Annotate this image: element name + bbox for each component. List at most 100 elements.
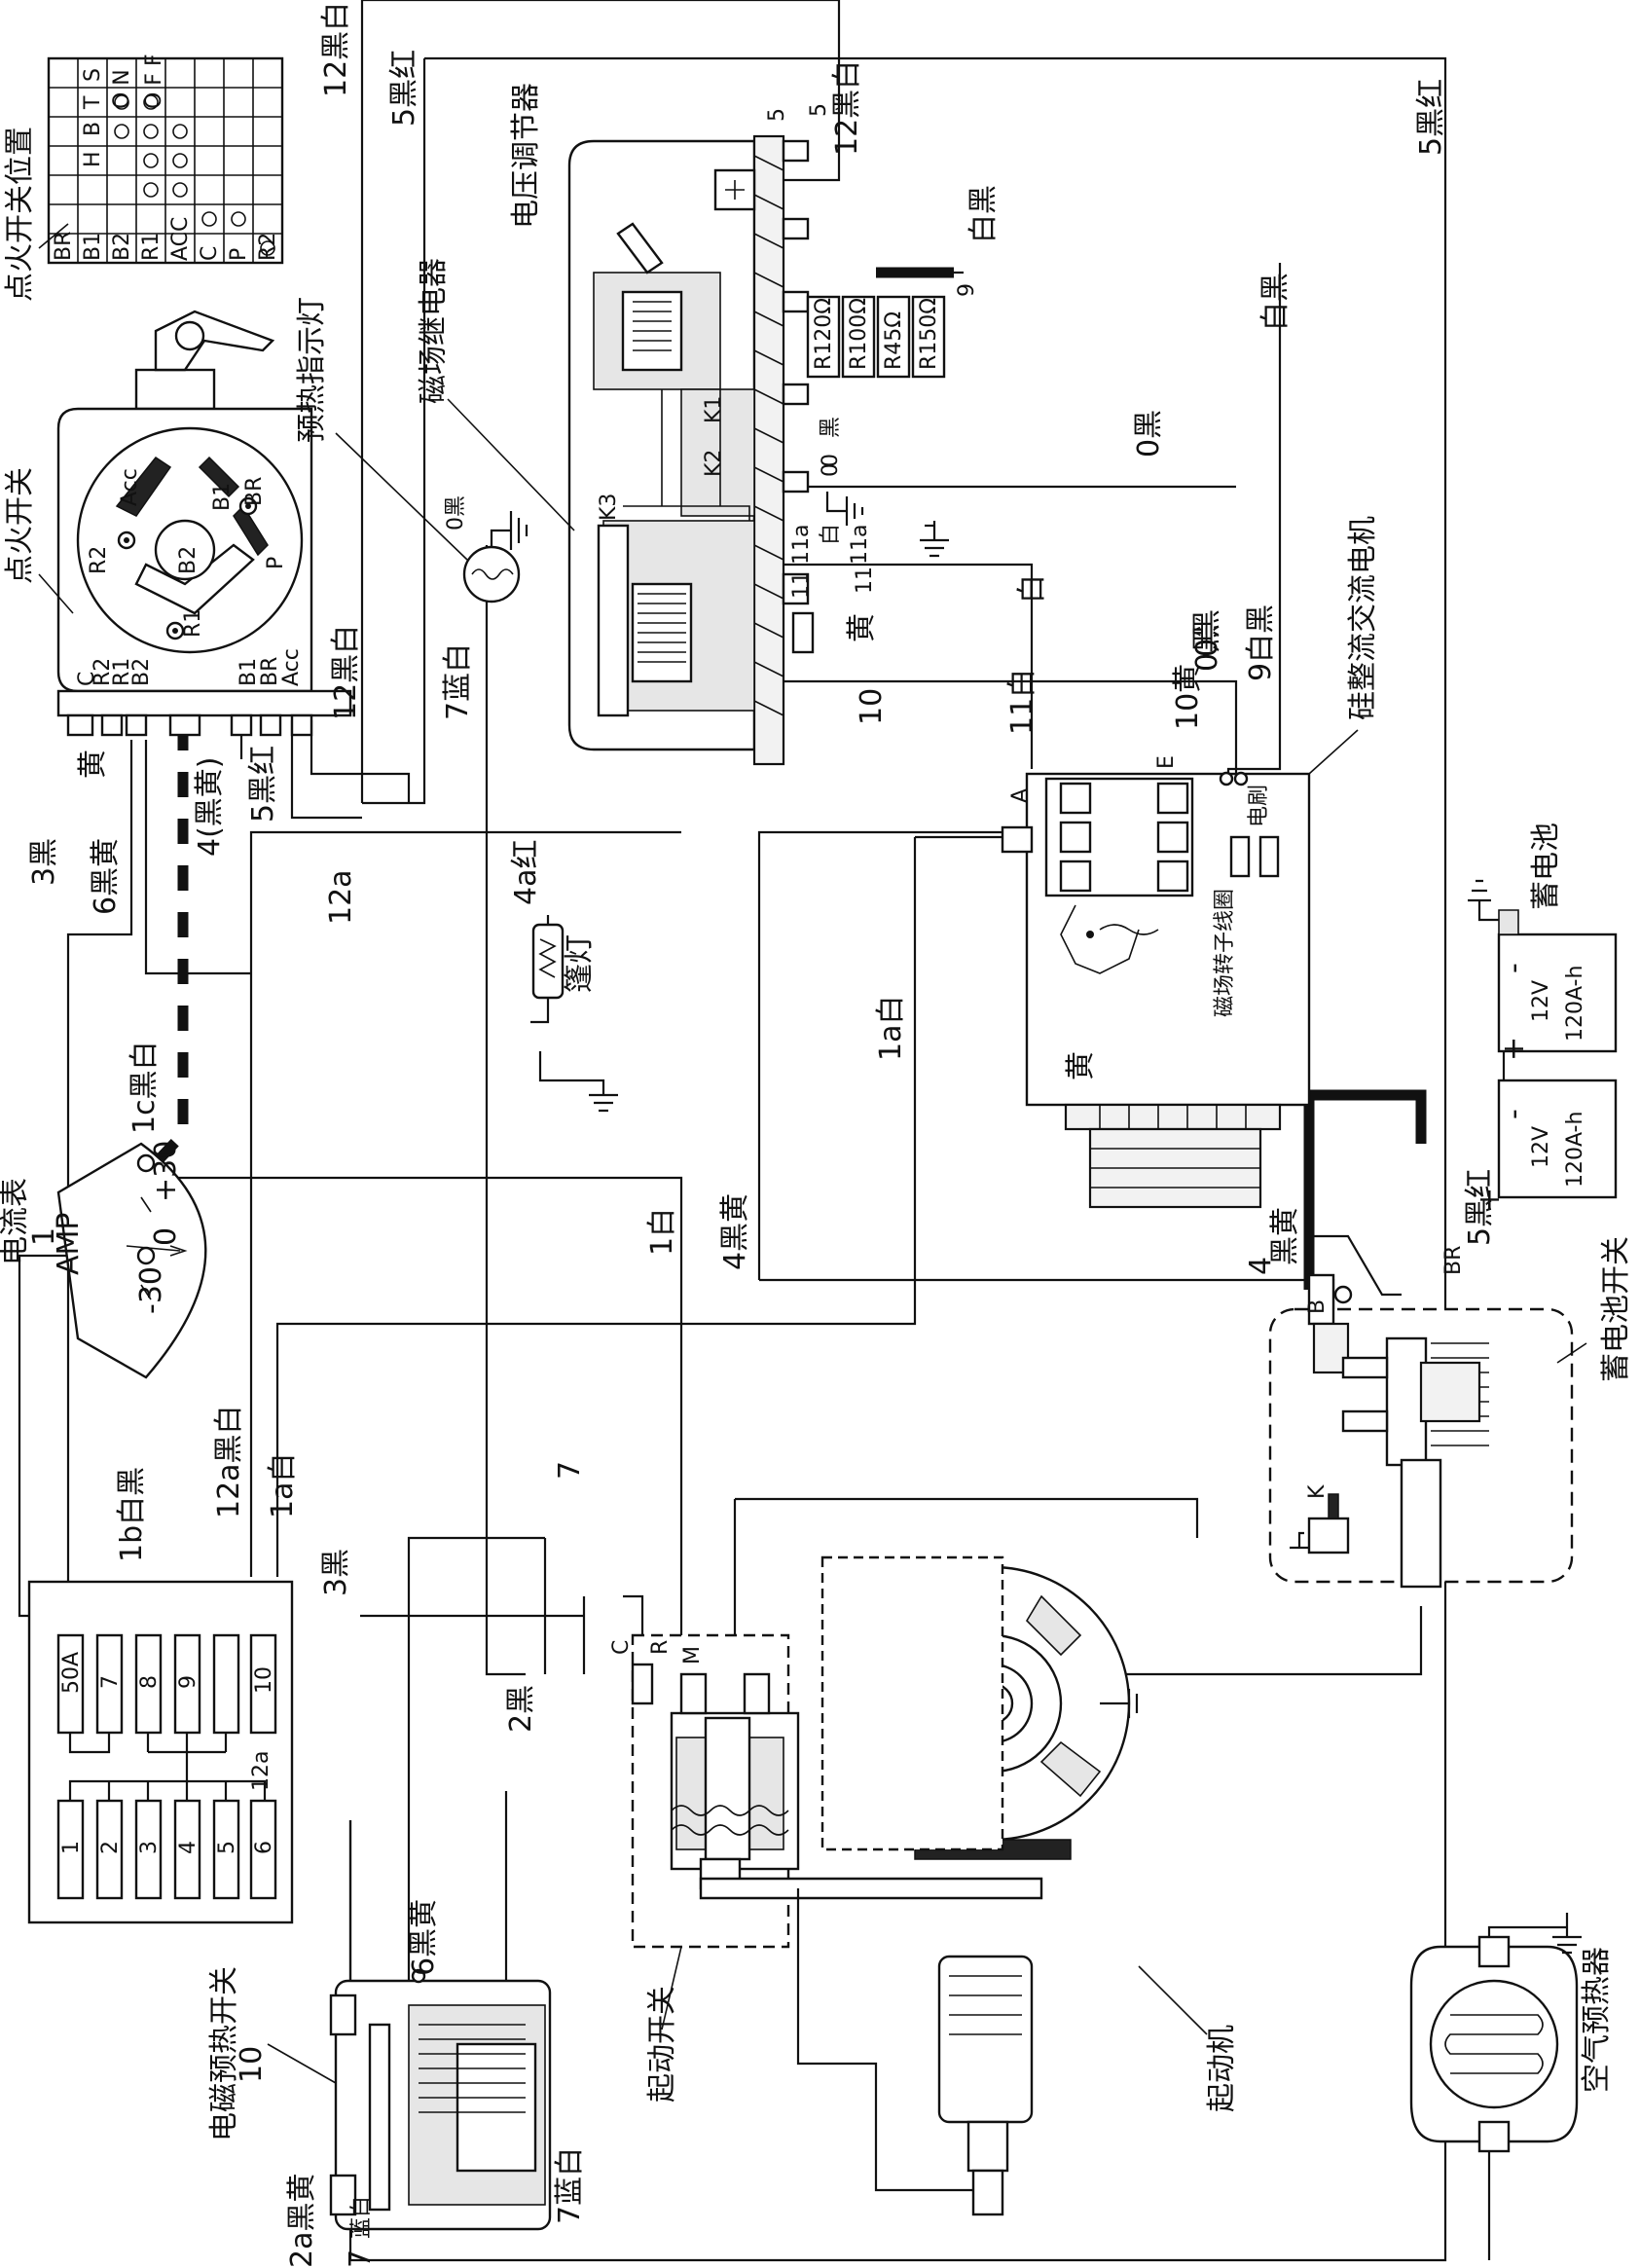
wire-6by-ign: 6黑黄 bbox=[89, 838, 123, 915]
wire-1w: 1白 bbox=[645, 1208, 679, 1256]
fuse-50a: 50A bbox=[59, 1652, 84, 1694]
wire-yellow-ign: 黄 bbox=[76, 750, 110, 779]
starter-switch bbox=[631, 1633, 800, 1949]
ammeter-cable bbox=[146, 725, 189, 1172]
wire-4by: 4(黑黄) bbox=[193, 757, 227, 858]
term-b1: B1 bbox=[237, 658, 261, 686]
ammeter bbox=[56, 1142, 207, 1379]
ipt-b: B bbox=[81, 122, 105, 136]
ammeter-scale-plus: +30 bbox=[149, 1141, 183, 1202]
ammeter-label: 电流表 bbox=[0, 1178, 32, 1265]
wire-4-bsw: 4 bbox=[1244, 1257, 1278, 1275]
ipt-row-b1: B1 bbox=[81, 233, 105, 261]
dial-r2: R2 bbox=[87, 546, 111, 574]
fuse-1: 1 bbox=[59, 1841, 84, 1854]
reg-term-5: 5 bbox=[765, 108, 789, 122]
ipt-s: S bbox=[81, 68, 105, 82]
wire-0b-1: 0黑 bbox=[1132, 410, 1166, 457]
starter-switch-label: 起动开关 bbox=[645, 1986, 679, 2103]
fuse-6: 6 bbox=[252, 1841, 276, 1854]
term-b2: B2 bbox=[129, 658, 154, 686]
term-acc: Acc bbox=[279, 648, 304, 686]
wire-6by-mid: 6黑黄 bbox=[407, 1899, 441, 1976]
battery-switch bbox=[1268, 1273, 1574, 1589]
wire-white-reg: 白 bbox=[819, 524, 843, 545]
preheat-switch-num: 10 bbox=[235, 2046, 269, 2083]
dial-b1: B1 bbox=[210, 483, 235, 511]
wire-10y: 10黄 bbox=[1171, 664, 1205, 730]
battery2-plus: + bbox=[1473, 1188, 1507, 1212]
battery-label: 蓄电池 bbox=[1529, 823, 1563, 910]
wire-2aby: 2a黑黄 bbox=[285, 2174, 319, 2268]
dial-acc: Acc bbox=[118, 468, 142, 506]
ipt-h: H bbox=[81, 151, 105, 167]
wire-white-alt: 白 bbox=[1015, 574, 1049, 604]
ammeter-scale-minus: -30 bbox=[134, 1266, 168, 1314]
ipt-row-br: BR bbox=[52, 232, 76, 261]
ipt-row-b2: B2 bbox=[110, 233, 134, 261]
battery-switch-label: 蓄电池开关 bbox=[1599, 1236, 1633, 1382]
ipt-off: O F F bbox=[142, 54, 166, 109]
ipt-row-p: P bbox=[227, 248, 251, 261]
wire-1cbw: 1c黑白 bbox=[128, 1041, 162, 1134]
ipt-row-acc: ACC bbox=[168, 217, 193, 261]
r150-label: R150Ω bbox=[917, 298, 941, 370]
air-preheater-label: 空气预热器 bbox=[1580, 1947, 1614, 2093]
voltage-regulator-label: 电压调节器 bbox=[509, 83, 543, 229]
wire-7bw-bot: 7蓝白 bbox=[553, 2147, 587, 2224]
fuse-3: 3 bbox=[137, 1841, 162, 1854]
wire-11a: 11a bbox=[848, 525, 872, 565]
wire-labels: 12黑白 5黑红 5 12黑白 白黑 白黑 0黑 0黑 黑 0 白 11a 11… bbox=[27, 2, 1497, 2268]
starter-motor bbox=[699, 1555, 1139, 2216]
wire-0b-3: 0黑 bbox=[1190, 609, 1224, 657]
wire-12bw-ign: 12黑白 bbox=[329, 625, 363, 720]
fuse-8: 8 bbox=[137, 1675, 162, 1689]
cab-lamp-label: 篷灯 bbox=[563, 934, 597, 993]
ignition-position-table: S T O N O F F B H BR B1 B2 R1 ACC C P R2 bbox=[47, 54, 284, 265]
starter-term-r: R bbox=[648, 1640, 673, 1655]
wire-1aw-top: 1a白 bbox=[874, 996, 908, 1061]
fuse-tag-12a: 12a bbox=[249, 1751, 273, 1791]
wire-5br-top: 5黑红 bbox=[387, 50, 421, 127]
battery2-voltage: 12V bbox=[1529, 1126, 1553, 1168]
ipt-row-r2: R2 bbox=[256, 233, 280, 261]
ammeter-scale-zero: 0 bbox=[149, 1227, 183, 1246]
field-relay-label: 磁场继电器 bbox=[417, 258, 451, 404]
wire-12bw-top: 12黑白 bbox=[319, 2, 353, 97]
field-coil-label: 磁场转子线圈 bbox=[1213, 889, 1237, 1017]
wire-10: 10 bbox=[855, 688, 889, 725]
dial-b2: B2 bbox=[176, 546, 200, 574]
k2-label: K2 bbox=[702, 450, 726, 477]
r120-label: R120Ω bbox=[812, 298, 836, 370]
wire-wb-1: 白黑 bbox=[966, 185, 1001, 243]
dial-br: BR bbox=[242, 477, 267, 506]
preheat-indicator-lamp bbox=[462, 511, 528, 604]
wire-black: 黑 bbox=[819, 417, 843, 438]
wire-1bwb: 1b白黑 bbox=[115, 1467, 149, 1562]
term-r1: R1 bbox=[110, 658, 134, 686]
wire-5-reg: 5 bbox=[807, 103, 831, 117]
battery1-capacity: 120A-h bbox=[1563, 966, 1587, 1042]
wire-2b: 2黑 bbox=[504, 1685, 538, 1733]
starter-label: 起动机 bbox=[1205, 2025, 1239, 2112]
preheat-switch bbox=[329, 1968, 552, 2231]
voltage-regulator bbox=[567, 134, 949, 766]
reg-term-11a: 11a bbox=[789, 525, 814, 565]
wire-12abw: 12a黑白 bbox=[212, 1405, 246, 1518]
fuse-9: 9 bbox=[176, 1675, 200, 1689]
wire-wb-2: 白黑 bbox=[1258, 273, 1293, 331]
fuse-7: 7 bbox=[98, 1675, 123, 1689]
alt-term-a: A bbox=[1008, 788, 1033, 803]
wire-1aw: 1a白 bbox=[266, 1453, 300, 1518]
dial-r1: R1 bbox=[181, 609, 205, 638]
ammeter-num: 1 bbox=[27, 1227, 61, 1246]
ipt-row-r1: R1 bbox=[139, 233, 164, 261]
k1-label: K1 bbox=[702, 396, 726, 423]
starter-term-m: M bbox=[680, 1646, 705, 1664]
reg-term-11: 11 bbox=[789, 571, 814, 599]
preheat-switch-label: 电磁预热开关 bbox=[207, 1966, 241, 2141]
wire-4ar: 4a红 bbox=[509, 840, 543, 905]
term-r2: R2 bbox=[91, 658, 115, 686]
wire-yellow-alt: 黄 bbox=[1064, 1051, 1098, 1080]
